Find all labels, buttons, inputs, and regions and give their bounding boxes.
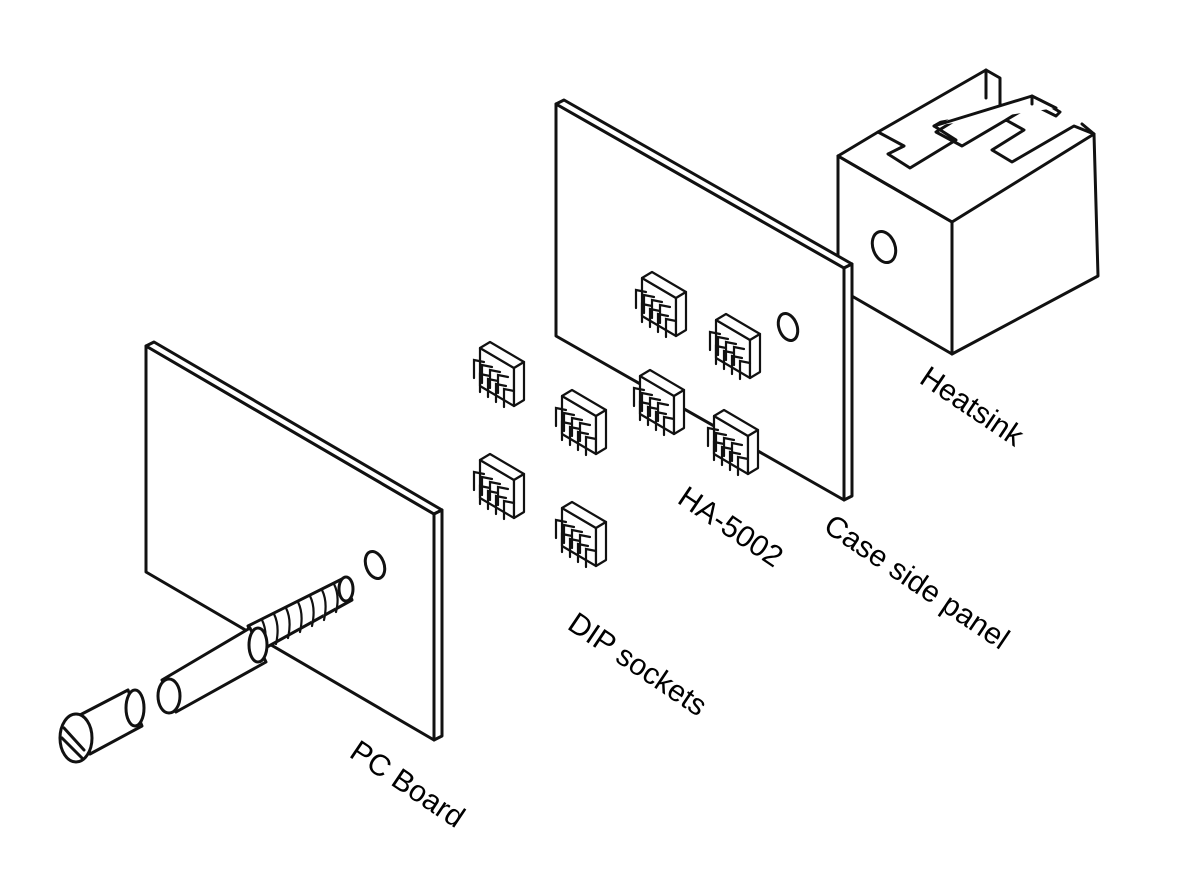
dip-socket-1 (472, 340, 526, 409)
heatsink (836, 68, 1100, 356)
dip-socket-2 (554, 388, 608, 457)
label-pc-board: PC Board (344, 734, 470, 834)
label-ha5002: HA-5002 (672, 480, 789, 574)
ha5002-chip-1 (634, 270, 688, 339)
dip-sockets (472, 340, 608, 569)
case-side-panel (554, 98, 854, 502)
dip-socket-3 (472, 452, 526, 521)
ha5002-chip-4 (706, 408, 760, 477)
dip-socket-4 (554, 500, 608, 569)
label-heatsink: Heatsink (914, 360, 1030, 453)
pc-board (144, 340, 444, 742)
label-dip-sockets: DIP sockets (562, 606, 713, 723)
ha5002-chip-3 (632, 368, 686, 437)
label-case-side-panel: Case side panel (818, 508, 1015, 656)
ha5002-chip-2 (708, 312, 762, 381)
ha5002-chips (632, 270, 762, 477)
screw-assembly (58, 575, 355, 764)
